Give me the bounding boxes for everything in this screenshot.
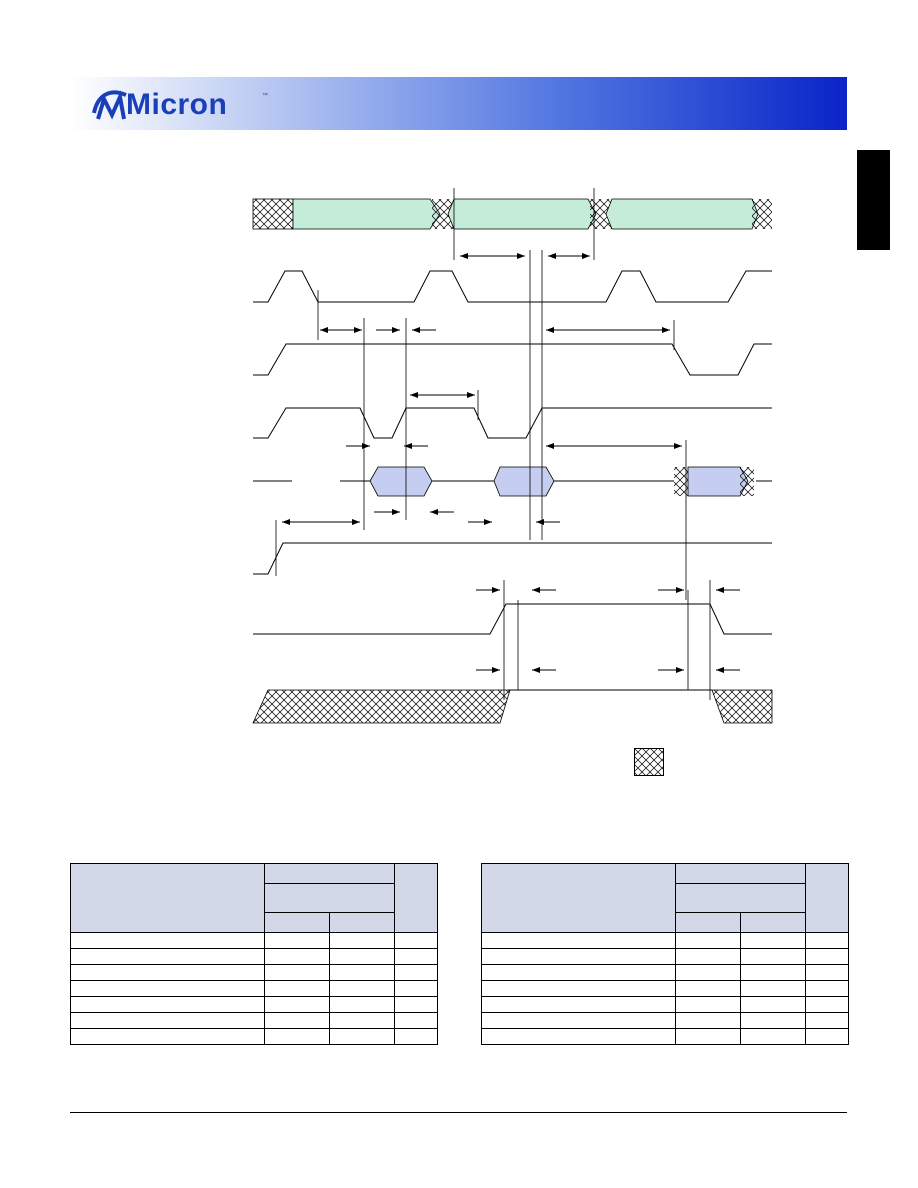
table-row bbox=[481, 996, 849, 1013]
table-header-cell bbox=[675, 912, 741, 933]
table-row bbox=[70, 980, 438, 997]
section-tab-marker bbox=[857, 150, 890, 250]
table-header-cell bbox=[675, 863, 806, 884]
table-row bbox=[481, 932, 849, 949]
output-waveform bbox=[252, 689, 773, 724]
signal-waveform-3 bbox=[253, 343, 772, 376]
table-row bbox=[70, 932, 438, 949]
table-header-cell bbox=[70, 863, 265, 933]
signal-waveform-4 bbox=[253, 407, 772, 439]
table-header-cell bbox=[394, 863, 438, 933]
dont-care-crosshatch-icon bbox=[634, 748, 664, 776]
table-header-cell bbox=[264, 863, 395, 884]
table-row bbox=[481, 980, 849, 997]
table-row bbox=[70, 964, 438, 981]
table-row bbox=[481, 948, 849, 965]
table-header-cell bbox=[740, 912, 806, 933]
micron-logo: Micron ™ bbox=[90, 85, 268, 125]
table-row bbox=[481, 964, 849, 981]
table-row bbox=[70, 1012, 438, 1029]
table-header-cell bbox=[264, 882, 395, 914]
data-valid-window bbox=[493, 466, 555, 497]
timing-arrows bbox=[282, 253, 740, 673]
table-row bbox=[70, 948, 438, 965]
table-row bbox=[70, 996, 438, 1013]
data-valid-window bbox=[369, 466, 433, 497]
signal-waveform-7 bbox=[253, 603, 772, 635]
timing-diagram bbox=[252, 188, 773, 724]
signal-waveform-6 bbox=[253, 542, 772, 575]
table-row bbox=[70, 1028, 438, 1045]
data-valid-window bbox=[687, 466, 749, 497]
table-header-cell bbox=[805, 863, 849, 933]
header-band: Micron ™ bbox=[70, 77, 847, 130]
timing-reference-lines bbox=[275, 250, 711, 700]
footer-rule bbox=[70, 1112, 847, 1113]
table-row bbox=[481, 1012, 849, 1029]
bus-valid-window bbox=[605, 198, 759, 230]
address-bus-waveform bbox=[252, 188, 772, 260]
table-header-cell bbox=[675, 882, 806, 914]
logo-wordmark: Micron bbox=[126, 88, 228, 121]
table-header-cell bbox=[329, 912, 395, 933]
logo-swoosh-icon bbox=[92, 90, 127, 120]
data-bus-waveform bbox=[253, 466, 772, 497]
timing-parameters-table-left bbox=[70, 863, 438, 1045]
signal-waveform-2 bbox=[253, 270, 772, 303]
table-header-cell bbox=[264, 912, 330, 933]
logo-trademark: ™ bbox=[262, 93, 268, 99]
table-row bbox=[481, 1028, 849, 1045]
bus-valid-window bbox=[292, 198, 441, 230]
timing-parameters-table-right bbox=[481, 863, 849, 1045]
table-header-cell bbox=[481, 863, 676, 933]
bus-valid-window bbox=[447, 198, 597, 230]
